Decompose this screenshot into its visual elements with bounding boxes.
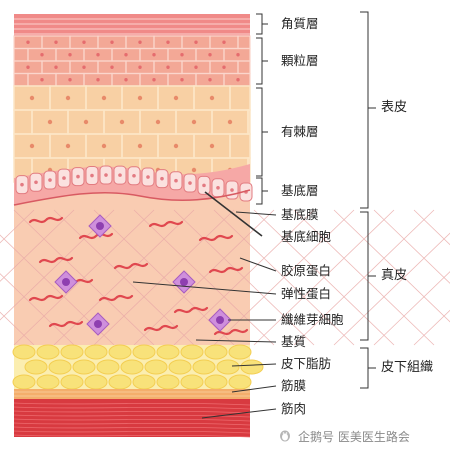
label-muscle: 筋肉 [281,401,307,416]
label-stratum-spinosum: 有棘層 [281,124,319,139]
label-ground-substance: 基質 [281,334,307,349]
dermis-layer [0,190,450,346]
muscle-layer [13,399,251,438]
group-label-subcutaneous: 皮下組織 [381,360,434,375]
label-basement-membrane: 基底膜 [281,207,319,222]
label-fascia: 筋膜 [281,378,307,393]
group-label-dermis: 真皮 [381,268,408,283]
label-fibroblast: 纖維芽細胞 [281,312,344,327]
label-basal-cell: 基底細胞 [281,229,332,244]
stratum-basale-layer [13,164,253,206]
stratum-corneum-layer [14,14,250,36]
layer-brackets [132,11,376,419]
fascia-layer [14,389,250,399]
label-stratum-corneum: 角質層 [281,16,319,31]
label-elastin: 弹性蛋白 [281,286,332,301]
label-subcutaneous-fat: 皮下脂肪 [281,356,332,371]
subcutaneous-fat-layer [12,344,264,390]
watermark-text: 企鹅号 医美医生路会 [298,430,410,444]
label-collagen: 胶原蛋白 [281,263,332,278]
stratum-granulosum-layer [13,35,251,87]
group-label-epidermis: 表皮 [381,100,408,115]
penguin-logo-icon [280,430,290,442]
fibroblast-cells [54,214,232,336]
label-stratum-basale: 基底層 [281,183,319,198]
label-stratum-granulosum: 顆粒層 [281,53,319,68]
